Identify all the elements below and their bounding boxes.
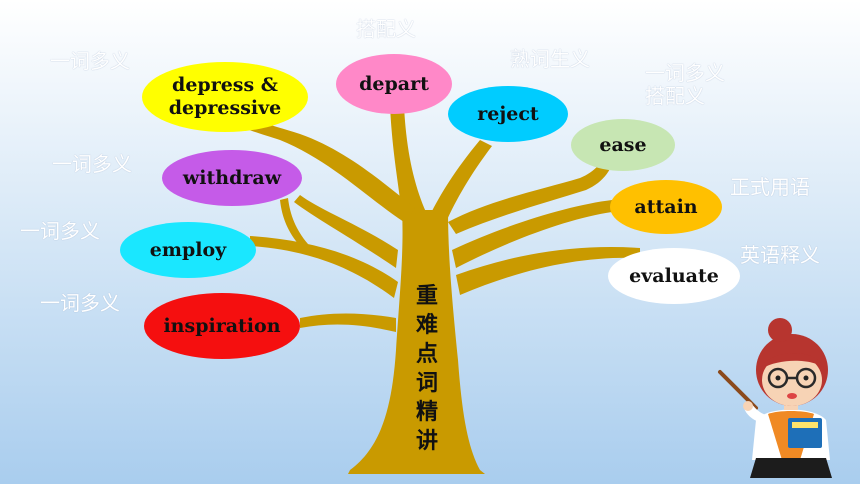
note-withdraw: 一词多义 — [52, 152, 132, 176]
leaf-attain-label: attain — [634, 195, 698, 218]
tree-shape — [230, 105, 640, 474]
trunk-title: 重 难 点 词 精 讲 — [412, 282, 442, 456]
leaf-attain: attain — [610, 180, 722, 234]
note-depart: 搭配义 — [356, 17, 416, 41]
leaf-withdraw-label: withdraw — [182, 166, 282, 189]
note-ease: 一词多义 搭配义 — [645, 62, 725, 108]
leaf-employ: employ — [120, 222, 256, 278]
leaf-withdraw: withdraw — [162, 150, 302, 206]
title-char: 讲 — [415, 429, 438, 454]
title-char: 点 — [415, 342, 438, 367]
leaf-ease: ease — [571, 119, 675, 171]
leaf-employ-label: employ — [149, 238, 227, 261]
leaf-reject: reject — [448, 86, 568, 142]
note-attain: 正式用语 — [730, 175, 810, 199]
leaf-reject-label: reject — [477, 102, 539, 125]
note-employ: 一词多义 — [20, 219, 100, 243]
note-inspiration: 一词多义 — [40, 291, 120, 315]
leaf-depart-label: depart — [359, 72, 429, 95]
note-ease-line1: 一词多义 — [645, 61, 725, 85]
leaf-evaluate-label: evaluate — [629, 264, 719, 287]
leaf-depress-line2: depressive — [168, 97, 282, 119]
leaf-depress-line1: depress & — [172, 74, 278, 97]
title-char: 词 — [415, 371, 438, 396]
leaf-ease-label: ease — [599, 133, 647, 156]
leaf-depart: depart — [336, 54, 452, 114]
title-char: 精 — [415, 400, 438, 425]
title-char: 重 — [415, 284, 438, 309]
leaf-inspiration: inspiration — [144, 293, 300, 359]
note-depress: 一词多义 — [50, 49, 130, 73]
note-reject: 熟词生义 — [510, 47, 590, 71]
note-ease-line2: 搭配义 — [645, 84, 705, 108]
teacher-cartoon-icon — [716, 310, 846, 484]
leaf-inspiration-label: inspiration — [163, 314, 281, 337]
leaf-depress: depress & depressive — [142, 62, 308, 132]
note-evaluate: 英语释义 — [740, 243, 820, 267]
title-char: 难 — [415, 313, 438, 338]
leaf-evaluate: evaluate — [608, 248, 740, 304]
